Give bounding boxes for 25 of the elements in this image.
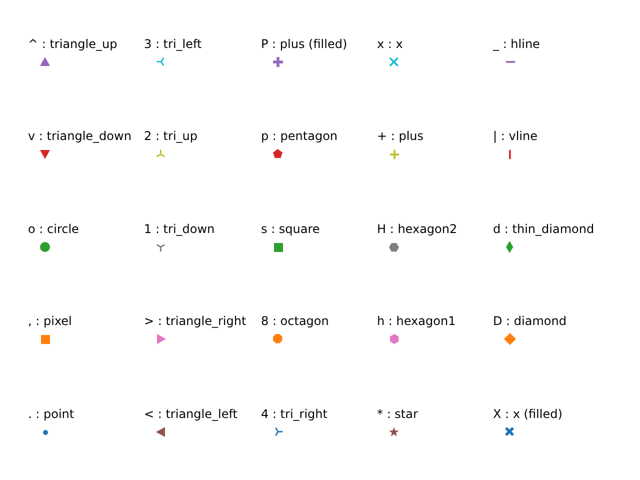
marker-label: , : pixel — [28, 314, 72, 328]
marker-label: d : thin_diamond — [493, 222, 594, 236]
marker-label: < : triangle_left — [144, 407, 238, 421]
marker-label: + : plus — [377, 129, 424, 143]
marker-label: . : point — [28, 407, 74, 421]
marker-label: 1 : tri_down — [144, 222, 215, 236]
marker-label: o : circle — [28, 222, 79, 236]
marker-label: H : hexagon2 — [377, 222, 458, 236]
marker-label: * : star — [377, 407, 418, 421]
marker-label: ^ : triangle_up — [28, 37, 118, 51]
marker-label: | : vline — [493, 129, 538, 143]
marker-label: 8 : octagon — [261, 314, 329, 328]
marker-label: p : pentagon — [261, 129, 338, 143]
marker-label: 2 : tri_up — [144, 129, 198, 143]
marker-label: 4 : tri_right — [261, 407, 328, 421]
marker-label: P : plus (filled) — [261, 37, 348, 51]
marker-label: > : triangle_right — [144, 314, 246, 328]
marker-label: s : square — [261, 222, 320, 236]
marker-label: _ : hline — [493, 37, 540, 51]
marker-label: X : x (filled) — [493, 407, 562, 421]
marker-label: v : triangle_down — [28, 129, 132, 143]
marker-label: 3 : tri_left — [144, 37, 202, 51]
marker-label: D : diamond — [493, 314, 566, 328]
marker-label: h : hexagon1 — [377, 314, 456, 328]
marker-label: x : x — [377, 37, 403, 51]
